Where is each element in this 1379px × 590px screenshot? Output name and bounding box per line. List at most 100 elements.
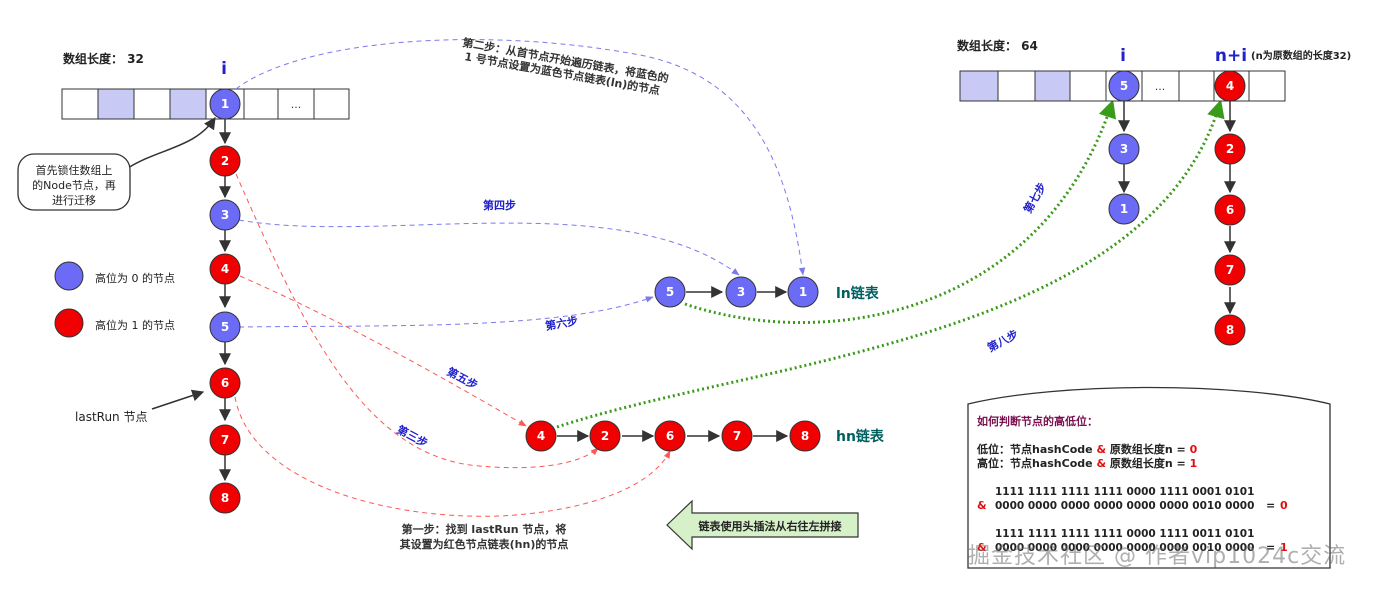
right-low-chain-node-label: 1 <box>1120 202 1128 216</box>
array-cell <box>1069 70 1107 102</box>
hn-list-node: 4 <box>525 420 557 452</box>
head-insert-note-text: 链表使用头插法从右往左拼接 <box>699 519 842 533</box>
left-chain-node-circle <box>209 253 241 285</box>
right-high-chain-node-circle <box>1214 70 1246 102</box>
hn-list-node: 2 <box>589 420 621 452</box>
ln-list-node-label: 5 <box>666 285 674 299</box>
info-low-amp: & <box>1096 443 1109 456</box>
left-chain-node-label: 1 <box>221 97 229 111</box>
legend-low-label: 高位为 0 的节点 <box>95 271 175 285</box>
array-cell-ellipsis: ... <box>1155 80 1166 93</box>
right-low-chain-node-label: 3 <box>1120 142 1128 156</box>
left-chain-node: 1 <box>209 88 241 120</box>
legend-blue-swatch <box>54 261 84 291</box>
right-low-chain-node: 5 <box>1108 70 1140 102</box>
last-run-label: lastRun 节点 <box>75 410 147 424</box>
array-cell <box>277 88 315 120</box>
info-bin2-result: 1 <box>1280 541 1288 554</box>
lock-note-line2: 的Node节点，再 <box>32 178 116 192</box>
right-low-chain-node-label: 5 <box>1120 79 1128 93</box>
hn-list-node: 7 <box>721 420 753 452</box>
legend-red-swatch <box>54 308 84 338</box>
info-bin2-bottom: 0000 0000 0000 0000 0000 0000 0010 0000 <box>995 542 1254 554</box>
right-array-length-label: 数组长度： 64 <box>957 38 1038 53</box>
right-high-chain-node-label: 2 <box>1226 142 1234 156</box>
right-low-chain-node: 3 <box>1108 133 1140 165</box>
node-layer: 1 2 3 4 5 6 7 8 5 3 1 4 2 6 7 8 5 3 1 4 2 6 7 8 <box>209 70 1246 514</box>
step3-label: 第三步 <box>395 422 431 450</box>
step8-label: 第八步 <box>985 327 1021 355</box>
right-high-chain-node-circle <box>1214 133 1246 165</box>
array-cell <box>169 88 207 120</box>
legend: 高位为 0 的节点 高位为 1 的节点 <box>54 261 175 338</box>
left-chain-node: 7 <box>209 424 241 456</box>
left-chain-node-circle <box>209 367 241 399</box>
right-high-chain-node: 4 <box>1214 70 1246 102</box>
left-chain-node-circle <box>209 145 241 177</box>
left-chain-node: 2 <box>209 145 241 177</box>
info-bin1-eq: = <box>1266 499 1275 512</box>
info-high-one: 1 <box>1190 457 1198 470</box>
left-array-length-label: 数组长度： 32 <box>63 51 144 66</box>
info-bin2-top: 1111 1111 1111 1111 0000 1111 0011 0101 <box>995 528 1254 540</box>
step-curves <box>234 39 1225 517</box>
ln-list-node-circle <box>654 276 686 308</box>
info-high-line: 高位：节点hashCode & 原数组长度n = 1 <box>977 456 1197 470</box>
hn-list-node-label: 4 <box>537 429 545 443</box>
array-cell <box>1178 70 1215 102</box>
left-chain-node-label: 4 <box>221 262 229 276</box>
left-array: ... <box>61 88 350 120</box>
array-cell <box>1248 70 1286 102</box>
array-cell <box>313 88 350 120</box>
ln-list-node-label: 3 <box>737 285 745 299</box>
hn-list-node-circle <box>589 420 621 452</box>
right-low-chain-node: 1 <box>1108 193 1140 225</box>
left-chain-node-circle <box>209 199 241 231</box>
left-chain-node: 6 <box>209 367 241 399</box>
info-high-n: 原数组长度n = <box>1110 456 1186 470</box>
left-chain-node-label: 6 <box>221 376 229 390</box>
right-array-index-ni: n+i <box>1215 46 1247 66</box>
hn-list-node: 6 <box>654 420 686 452</box>
right-array: ... <box>959 70 1286 102</box>
ln-list-node-circle <box>787 276 819 308</box>
ln-list-node-label: 1 <box>799 285 807 299</box>
info-low-n: 原数组长度n = <box>1110 442 1186 456</box>
info-bin1-amp: & <box>977 499 987 512</box>
left-chain-node: 4 <box>209 253 241 285</box>
right-high-chain-node: 6 <box>1214 194 1246 226</box>
right-high-chain-node: 8 <box>1214 314 1246 346</box>
info-low-prefix: 低位：节点hashCode <box>976 442 1093 456</box>
left-chain-node-label: 3 <box>221 208 229 222</box>
left-array-index-i: i <box>221 59 227 79</box>
right-high-chain-node: 2 <box>1214 133 1246 165</box>
right-low-chain-node-circle <box>1108 133 1140 165</box>
step7-label: 第七步 <box>1020 180 1049 216</box>
array-cell <box>959 70 999 102</box>
lock-note-callout: 首先锁住数组上 的Node节点，再 进行迁移 <box>17 117 216 211</box>
right-array-ni-note: (n为原数组的长度32) <box>1251 49 1351 62</box>
left-chain-node-label: 5 <box>221 320 229 334</box>
array-cell <box>1141 70 1180 102</box>
step4-label: 第四步 <box>483 198 516 212</box>
array-cell <box>997 70 1036 102</box>
last-run-arrow <box>151 389 205 410</box>
ln-list-label: ln链表 <box>836 285 880 302</box>
hn-list-node-circle <box>789 420 821 452</box>
right-high-chain-node: 7 <box>1214 254 1246 286</box>
hn-list-node-label: 7 <box>733 429 741 443</box>
array-cell-ellipsis: ... <box>291 98 302 111</box>
info-bin2-amp: & <box>977 541 987 554</box>
info-low-zero: 0 <box>1190 443 1198 456</box>
left-chain-node-circle <box>209 311 241 343</box>
hn-list-node: 8 <box>789 420 821 452</box>
right-chain-arrows <box>1118 101 1236 315</box>
lock-note-line1: 首先锁住数组上 <box>36 163 113 177</box>
left-chain-node: 8 <box>209 482 241 514</box>
step6-label: 第六步 <box>544 313 579 333</box>
hn-list-node-circle <box>654 420 686 452</box>
array-cell <box>61 88 99 120</box>
ln-list-node: 1 <box>787 276 819 308</box>
left-chain-node: 5 <box>209 311 241 343</box>
info-low-line: 低位：节点hashCode & 原数组长度n = 0 <box>976 442 1198 456</box>
